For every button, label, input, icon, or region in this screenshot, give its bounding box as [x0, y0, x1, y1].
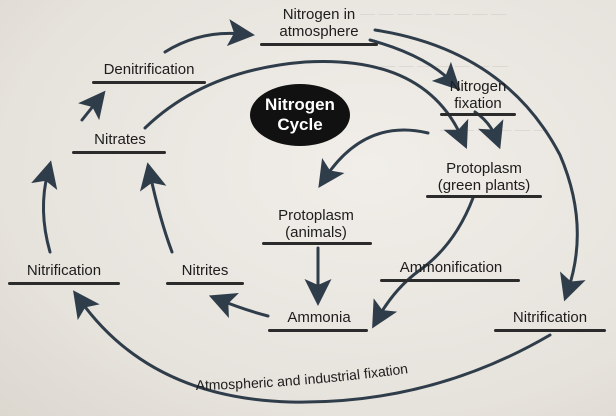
arrow-nitrification-to-nitrates [31, 160, 58, 254]
underline [72, 151, 166, 154]
node-nitrification-right: Nitrification [512, 309, 588, 326]
node-line: (animals) [285, 224, 347, 241]
arrow-nitrates-to-denitrification [78, 90, 106, 122]
arrow-nitrites-to-nitrates [139, 162, 174, 254]
node-line: Protoplasm [278, 207, 354, 224]
arrow-plants-to-ammonia [372, 196, 475, 329]
node-protoplasm-plants: Protoplasm (green plants) [424, 160, 544, 194]
underline [494, 329, 606, 332]
center-title-line1: Nitrogen [265, 95, 335, 114]
arrow-ammonia-to-nitrites [208, 293, 270, 319]
arrow-atmosphere-to-fixation [368, 38, 461, 91]
underline [166, 282, 244, 285]
node-line: Nitrogen [449, 78, 507, 95]
arrow-plants-to-animals [318, 128, 430, 188]
arrow-nitrates-to-plants [143, 59, 469, 149]
node-line: atmosphere [279, 23, 359, 40]
node-line: Nitrogen in [282, 6, 356, 23]
center-title: Nitrogen Cycle [250, 84, 350, 146]
node-nitrites: Nitrites [181, 262, 229, 279]
underline [92, 81, 206, 84]
underline [262, 242, 372, 245]
underline [8, 282, 120, 285]
atmospheric-fixation-label: Atmospheric and industrial fixation [196, 360, 409, 393]
center-title-line2: Cycle [277, 115, 323, 134]
bleed-through-text: — — — — — — — — [360, 6, 507, 22]
arrow-atmosphere-to-nitrification-right [373, 28, 586, 302]
underline [440, 113, 516, 116]
underline [380, 279, 520, 282]
underline [426, 195, 542, 198]
node-ammonification: Ammonification [399, 259, 503, 276]
node-nitrates: Nitrates [94, 131, 146, 148]
node-nitrogen-fixation: Nitrogen fixation [438, 78, 518, 112]
node-line: Protoplasm [446, 160, 522, 177]
underline [260, 43, 378, 46]
node-ammonia: Ammonia [287, 309, 351, 326]
node-nitrogen-atmosphere: Nitrogen in atmosphere [262, 6, 376, 40]
node-protoplasm-animals: Protoplasm (animals) [266, 207, 366, 241]
underline [268, 329, 368, 332]
arrow-atmospheric-fixation [73, 290, 552, 404]
atmospheric-fixation-text: Atmospheric and industrial fixation [196, 360, 409, 393]
arrow-denitrification-to-atmosphere [163, 19, 255, 54]
node-denitrification: Denitrification [103, 61, 195, 78]
node-line: (green plants) [437, 177, 531, 194]
node-line: fixation [454, 95, 502, 112]
node-nitrification-left: Nitrification [26, 262, 102, 279]
